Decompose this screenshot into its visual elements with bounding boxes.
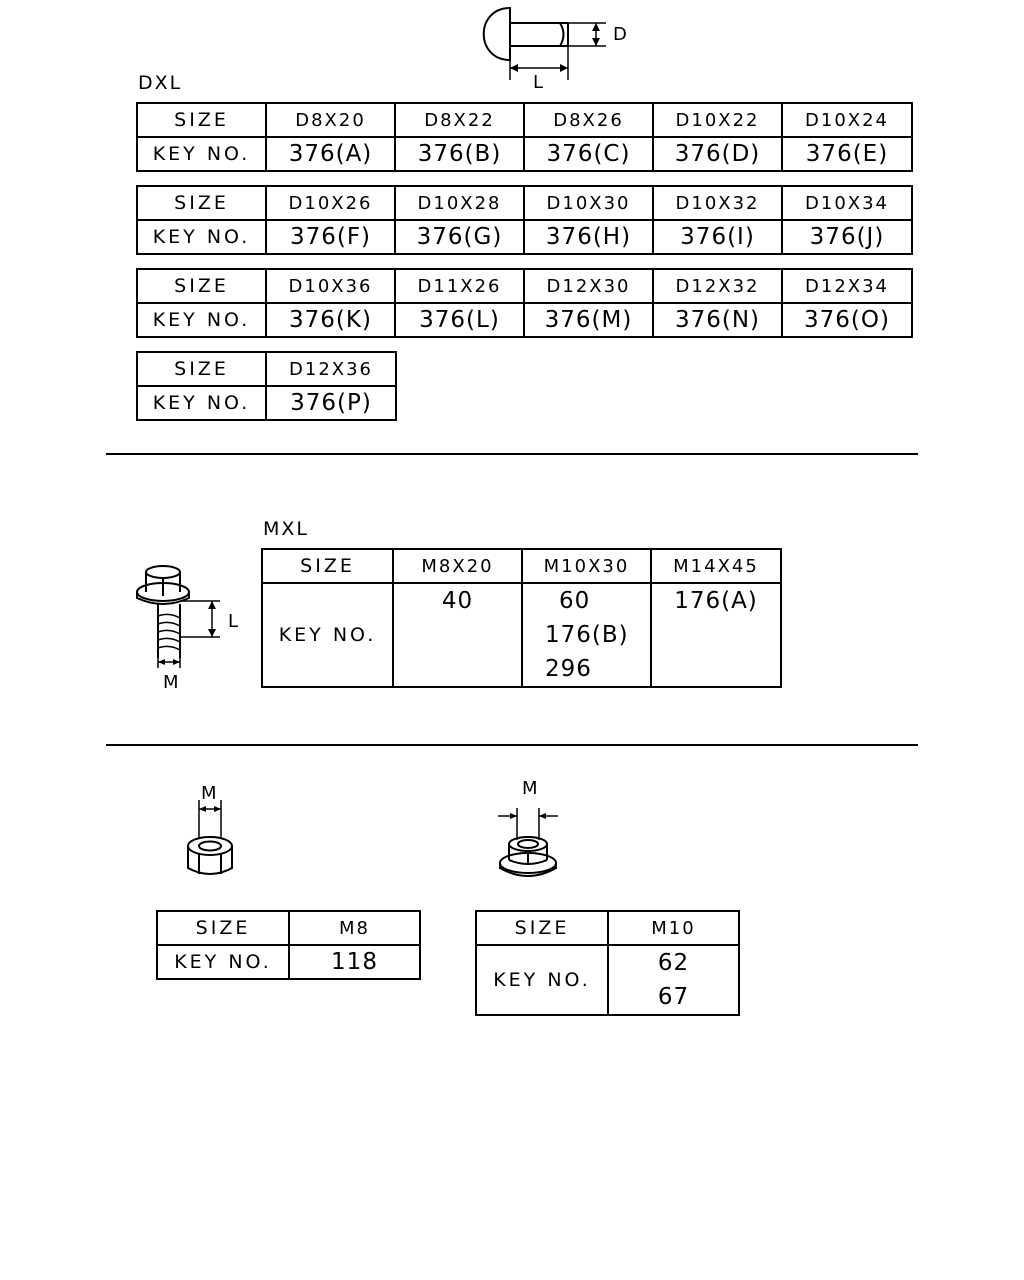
key-cell: 376(K) [265, 302, 396, 338]
size-cell: M8X20 [392, 548, 523, 584]
mxl-dim-m-label: M [163, 672, 179, 693]
dxl-dim-l-label: L [533, 72, 544, 93]
size-cell: D12X36 [265, 351, 397, 387]
dxl-table-1: SIZE D8X20 D8X22 D8X26 D10X22 D10X24 KEY… [136, 102, 913, 172]
key-value: 62 [657, 950, 690, 976]
size-cell: D8X22 [394, 102, 525, 138]
key-value: 176(B) [545, 622, 629, 648]
key-cell: 376(G) [394, 219, 525, 255]
size-header: SIZE [136, 102, 267, 138]
size-cell: D10X22 [652, 102, 783, 138]
hex-nut-m8-diagram [187, 800, 233, 875]
mxl-dim-l-label: L [228, 611, 239, 632]
key-no-header: KEY NO. [475, 944, 609, 1016]
size-cell: M14X45 [650, 548, 782, 584]
key-value: 296 [545, 656, 592, 682]
nut-m10-dim-m-label: M [522, 778, 538, 799]
key-cell: 376(D) [652, 136, 783, 172]
size-cell: D10X34 [781, 185, 913, 221]
nut-m10-table: SIZE M10 KEY NO. 62 67 [475, 910, 740, 1016]
size-cell: D10X32 [652, 185, 783, 221]
key-cell: 376(I) [652, 219, 783, 255]
key-cell: 176(A) [650, 582, 782, 688]
key-no-header: KEY NO. [136, 136, 267, 172]
size-cell: M10X30 [521, 548, 652, 584]
key-cell: 376(E) [781, 136, 913, 172]
dxl-table-4: SIZE D12X36 KEY NO. 376(P) [136, 351, 397, 421]
size-cell: D11X26 [394, 268, 525, 304]
size-header: SIZE [136, 185, 267, 221]
key-cell: 376(F) [265, 219, 396, 255]
dxl-table-3: SIZE D10X36 D11X26 D12X30 D12X32 D12X34 … [136, 268, 913, 338]
nut-m8-dim-m-label: M [201, 783, 217, 804]
size-cell: D10X24 [781, 102, 913, 138]
size-cell: M10 [607, 910, 740, 946]
size-cell: D12X30 [523, 268, 654, 304]
key-cell: 40 [392, 582, 523, 688]
mxl-table: SIZE M8X20 M10X30 M14X45 KEY NO. 40 60 1… [261, 548, 782, 688]
size-cell: D10X28 [394, 185, 525, 221]
key-cell: 62 67 [607, 944, 740, 1016]
key-cell: 376(B) [394, 136, 525, 172]
dxl-table-2: SIZE D10X26 D10X28 D10X30 D10X32 D10X34 … [136, 185, 913, 255]
key-cell: 376(O) [781, 302, 913, 338]
rivet-dxl-diagram [482, 6, 606, 80]
flange-nut-m10-diagram [498, 808, 558, 877]
key-cell: 376(M) [523, 302, 654, 338]
size-header: SIZE [261, 548, 394, 584]
key-value: 176(A) [674, 588, 758, 614]
key-cell: 376(J) [781, 219, 913, 255]
dxl-caption: DXL [138, 72, 183, 94]
size-header: SIZE [136, 268, 267, 304]
size-cell: D10X30 [523, 185, 654, 221]
key-cell: 376(P) [265, 385, 397, 421]
key-cell: 60 176(B) 296 [521, 582, 652, 688]
key-cell: 376(H) [523, 219, 654, 255]
size-header: SIZE [136, 351, 267, 387]
key-no-header: KEY NO. [261, 582, 394, 688]
size-header: SIZE [156, 910, 290, 946]
key-cell: 376(A) [265, 136, 396, 172]
key-no-header: KEY NO. [136, 302, 267, 338]
size-cell: D10X26 [265, 185, 396, 221]
size-cell: M8 [288, 910, 421, 946]
size-cell: D10X36 [265, 268, 396, 304]
key-no-header: KEY NO. [156, 944, 290, 980]
key-cell: 376(N) [652, 302, 783, 338]
key-cell: 376(L) [394, 302, 525, 338]
section-divider [106, 453, 918, 455]
dxl-dim-d-label: D [613, 24, 627, 45]
key-value: 60 [559, 588, 591, 614]
key-no-header: KEY NO. [136, 385, 267, 421]
flange-bolt-diagram [136, 565, 220, 668]
key-no-header: KEY NO. [136, 219, 267, 255]
key-value: 67 [657, 984, 690, 1010]
section-divider [106, 744, 918, 746]
size-cell: D12X34 [781, 268, 913, 304]
size-cell: D8X20 [265, 102, 396, 138]
size-header: SIZE [475, 910, 609, 946]
key-cell: 376(C) [523, 136, 654, 172]
size-cell: D8X26 [523, 102, 654, 138]
key-cell: 118 [288, 944, 421, 980]
size-cell: D12X32 [652, 268, 783, 304]
mxl-caption: MXL [263, 518, 309, 540]
key-value: 40 [441, 588, 474, 614]
nut-m8-table: SIZE M8 KEY NO. 118 [156, 910, 421, 980]
